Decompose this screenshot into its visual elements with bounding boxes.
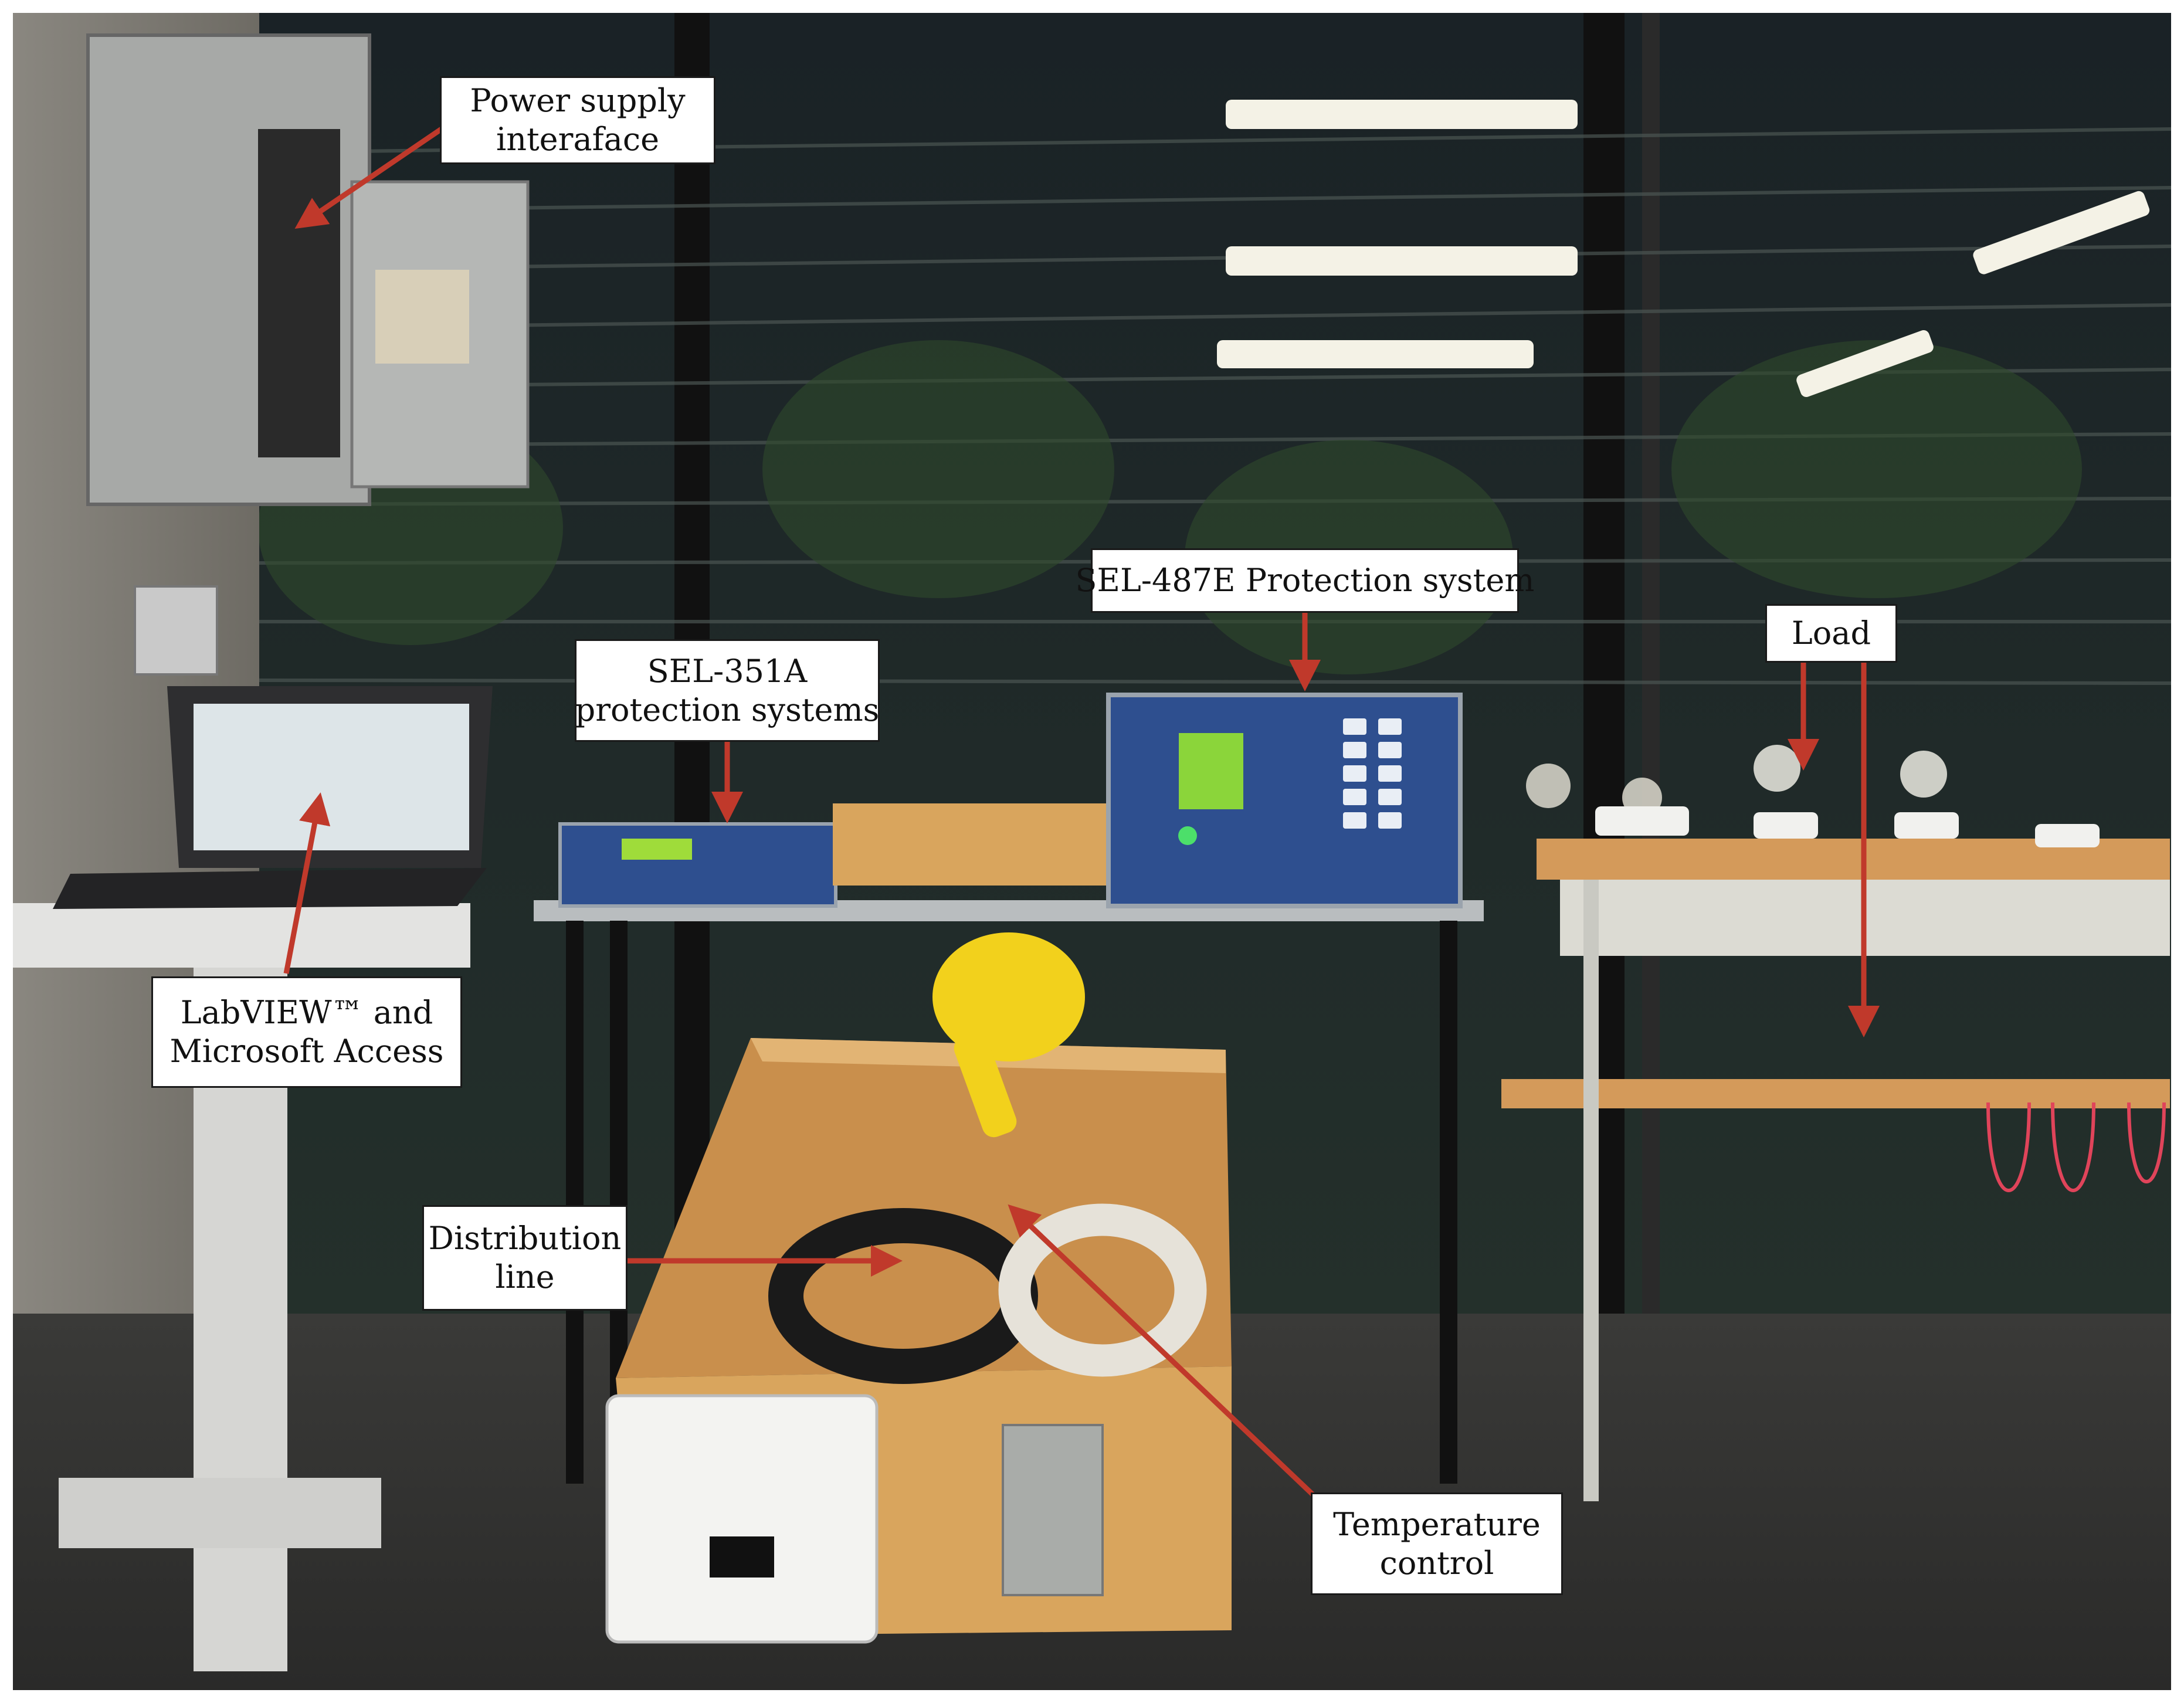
- arrow-temperature: [1008, 1204, 1316, 1498]
- label-labview: LabVIEW™ and Microsoft Access: [151, 976, 462, 1088]
- grey-breaker-box: [1002, 1424, 1104, 1596]
- table-leg: [566, 921, 584, 1484]
- label-line: Microsoft Access: [169, 1033, 444, 1070]
- label-load: Load: [1765, 604, 1897, 663]
- label-line: Distribution: [428, 1220, 622, 1257]
- wood-box-small: [833, 803, 1108, 886]
- temperature-controller: [710, 1536, 774, 1578]
- bulb-sockets: [1595, 806, 2100, 847]
- arrow-power-supply: [294, 124, 447, 229]
- label-line: Temperature: [1333, 1505, 1541, 1543]
- yellow-blower: [932, 932, 1085, 1061]
- sel-351a-display: [622, 839, 692, 860]
- white-enclosure: [605, 1394, 879, 1644]
- arrow-labview: [283, 792, 331, 974]
- blower-nozzle: [954, 1032, 1017, 1138]
- left-desk-top: [13, 903, 470, 968]
- ceiling-lights: [1217, 100, 2150, 398]
- load-table-shelf: [1501, 1079, 2170, 1108]
- label-line: SEL-487E Protection system: [1075, 562, 1535, 599]
- breakers: [258, 129, 340, 457]
- sel-351a-relay: [558, 822, 837, 908]
- sel-487e-relay: [1106, 693, 1463, 908]
- label-line: Load: [1791, 615, 1871, 652]
- label-line: SEL-351A: [647, 652, 808, 690]
- window-blinds: [257, 127, 2172, 685]
- label-sel-351a: SEL-351A protection systems: [575, 639, 880, 742]
- label-temperature-control: Temperature control: [1311, 1492, 1563, 1595]
- annotation-arrows: [283, 124, 1880, 1498]
- label-line: interaface: [496, 121, 660, 158]
- load-table-leg: [1583, 880, 1599, 1501]
- resistor-coils: [1986, 1102, 2166, 1192]
- label-line: line: [495, 1258, 555, 1295]
- laptop-base: [53, 868, 487, 909]
- label-sel-487e: SEL-487E Protection system: [1076, 548, 1534, 613]
- label-power-supply-interface: Power supply interaface: [440, 76, 715, 164]
- label-line: control: [1379, 1544, 1494, 1582]
- label-line: Power supply: [470, 82, 686, 119]
- label-line: LabVIEW™ and: [180, 994, 433, 1031]
- white-cable-coil: [998, 1203, 1207, 1377]
- sel-487e-status-led: [1178, 826, 1197, 845]
- label-line: protection systems: [575, 691, 880, 728]
- label-distribution-line: Distribution line: [422, 1205, 628, 1311]
- wall-outlet: [134, 585, 218, 676]
- window-frame: [1642, 13, 1660, 1327]
- sel-487e-display: [1179, 733, 1243, 809]
- panel-label: [375, 270, 469, 364]
- left-desk-foot: [59, 1478, 381, 1548]
- sel-487e-buttons: [1343, 718, 1402, 829]
- laptop-screen: [194, 704, 469, 850]
- table-leg: [1440, 921, 1457, 1484]
